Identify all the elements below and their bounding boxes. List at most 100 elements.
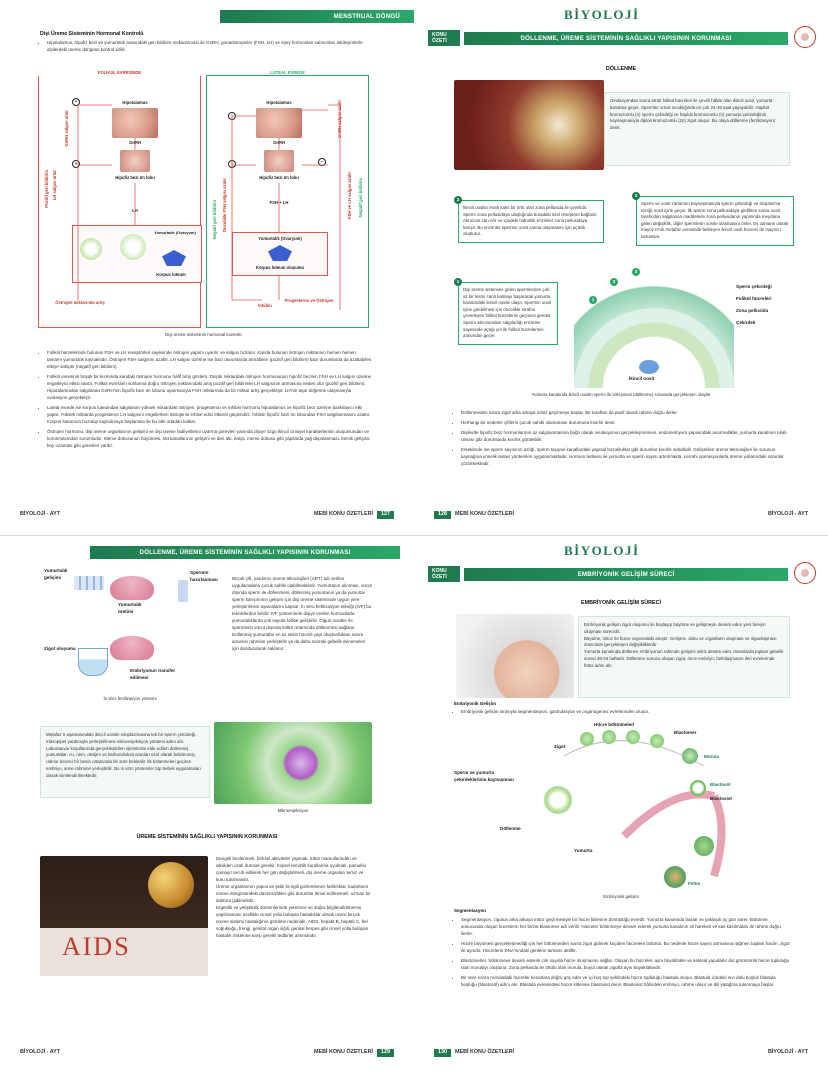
page-number: 129 [377, 1049, 394, 1057]
meb-emblem [794, 562, 816, 584]
body-item: Erkeklerde ise sperm sayısının azlığı, s… [461, 447, 790, 468]
section-bar: DÖLLENME, ÜREME SİSTEMİNİN SAĞLIKLI YAPI… [464, 32, 788, 45]
section-bar: MENSTRUAL DÖNGÜ [220, 10, 414, 23]
microinjection-caption: Mikroenjeksiyon [277, 808, 309, 813]
callout-2: İkincil oositin etrafı kalın bir örtü ol… [458, 200, 604, 244]
step-3-badge: 3 [632, 192, 640, 200]
page-129: DÖLLENME, ÜREME SİSTEMİNİN SAĞLIKLI YAPI… [0, 536, 414, 1071]
uterus-image-1 [110, 576, 154, 600]
footer: 130 MEBİ KONU ÖZETLERİ BİYOLOJİ - AYT [434, 1049, 808, 1059]
section-title: EMBRİYONİK GELİŞİM SÜRECİ [581, 600, 661, 606]
luteal-title: LUTEAL EVREDE [270, 70, 305, 75]
corpus-luteum-label: Korpus luteum [156, 272, 186, 277]
label-fertilization: Döllenme [500, 826, 521, 831]
callout-3: Sperm ve oosit zarlarının kaynaşmasıyla … [636, 196, 794, 246]
hypothalamus-label-left: Hipotalamus [122, 100, 148, 105]
inhibin-label: İnhibin [258, 303, 272, 308]
embryo-caption: Embriyonik gelişim [603, 894, 639, 899]
health-text: Dengeli beslenmek, fiziksel aktiviteler … [216, 856, 371, 938]
intro-item: Hipotalamus, hipofiz bezi ve yumurtalık … [47, 40, 372, 54]
footer-subject: BİYOLOJİ - AYT [20, 511, 61, 517]
follicle-image-2 [120, 234, 146, 260]
ivf-step-sperm: Spermin hazırlanması [190, 570, 218, 582]
ivf-step-transfer: Embriyonun transfer edilmesi [130, 668, 176, 680]
konu-ozeti-badge: KONU ÖZETİ [428, 566, 460, 582]
aids-lettering: AIDS [62, 932, 131, 961]
ovary-label-right: Yumurtalık (Ovaryum) [258, 236, 302, 241]
diagram-arrows [77, 104, 341, 310]
pituitary-image-left [120, 150, 150, 172]
corpus-formation-label: Korpus luteum oluşumu [255, 265, 305, 270]
ovary-label-left: Yumurtalık (Ovaryum) [154, 230, 196, 235]
minus-sign-3: − [318, 158, 326, 166]
label-cell-division: Hücre bölünmeleri [594, 722, 635, 727]
follicle-image-1 [80, 238, 102, 260]
pituitary-image-right [264, 150, 294, 172]
brain-image-left [112, 108, 158, 138]
corpus-luteum-image-right [268, 245, 292, 261]
step-2-badge: 2 [454, 196, 462, 204]
footer-subject: BİYOLOJİ - AYT [767, 511, 808, 517]
page-128: BİYOLOJİ KONU ÖZETİ DÖLLENME, ÜREME SİST… [414, 0, 828, 535]
pituitary-label-left: Hipofiz bezi ön lobu [115, 175, 155, 180]
footer-series: MEBİ KONU ÖZETLERİ [314, 511, 373, 517]
subheading-embryonic: Embriyonik Gelişim [454, 701, 497, 706]
label-blastomere: Blastomer [674, 730, 697, 735]
label-fusion: Sperm ve yumurta çekirdeklerinin kaynaşm… [454, 770, 514, 782]
microinjection-text: Metafaz II aşamasındaki ikincil oositin … [40, 726, 210, 798]
diagram-badge-1: 1 [589, 296, 597, 304]
diagram-caption: Yumurta kanalında ikincil oositin sperm … [531, 392, 711, 397]
body-item: Dişilerde hipofiz bezi hormonlarının az … [461, 430, 790, 444]
hypothalamus-label-right: Hipotalamus [266, 100, 292, 105]
label-follicle-cells: Folikül hücreleri [736, 296, 772, 301]
label-secondary-oocyte: İkincil oosit [629, 376, 655, 381]
step-1-badge: 1 [454, 278, 462, 286]
pregnancy-photo [456, 614, 574, 698]
body-list: Folikül hücrelerinde bulunan FSH ve LH r… [40, 350, 372, 453]
intro-panel: Ovulasyondan sonra etrafı folikül hücrel… [604, 92, 790, 166]
label-egg: Yumurta [574, 848, 593, 853]
footer-left: 130 MEBİ KONU ÖZETLERİ [434, 1049, 514, 1057]
diagram-badge-3: 3 [632, 268, 640, 276]
label-zona: Zona pellusida [736, 308, 769, 313]
morula-image [682, 748, 698, 764]
footer-series: MEBİ KONU ÖZETLERİ [455, 1049, 514, 1055]
label-nucleus: Çekirdek [736, 320, 756, 325]
progesterone-label: Progesteron ve Östrojen [284, 298, 334, 303]
tube-image [178, 580, 188, 602]
body-item: Folikül hücrelerinde bulunan FSH ve LH r… [47, 350, 372, 371]
footer-series: MEBİ KONU ÖZETLERİ [455, 511, 514, 517]
diagram-badge-2: 2 [610, 278, 618, 286]
cell-16 [650, 734, 664, 748]
section-title: DÖLLENME [605, 66, 637, 72]
seg-item: Blastomerler, bölünmeye devam ederek çok… [461, 958, 790, 972]
intro-list: Hipotalamus, hipofiz bezi ve yumurtalık … [40, 40, 372, 57]
cell-2 [580, 732, 594, 746]
body-list: Döllenmeden sonra zigot arka arkaya mito… [454, 410, 790, 471]
fetus-image [664, 866, 686, 888]
ivf-text: Birçok çift, yardımcı üreme teknolojiler… [232, 576, 372, 651]
diagram-caption: Dişi üreme sisteminin hormonal kontrolü [165, 332, 242, 337]
ivf-step-zygote: Zigot oluşumu [44, 646, 76, 651]
fertilization-photo [454, 80, 604, 170]
page-130: BİYOLOJİ KONU ÖZETİ EMBRİYONİK GELİŞİM S… [414, 536, 828, 1071]
callout-1: Dişi üreme sistemine gelen spermlerden ç… [458, 282, 558, 345]
flask-image [78, 648, 108, 676]
plus-sign-1: + [72, 98, 80, 106]
pituitary-label-right: Hipofiz bezi ön lobu [259, 175, 299, 180]
embryo-image [694, 836, 714, 856]
page-number: 130 [434, 1049, 451, 1057]
footer-subject: BİYOLOJİ - AYT [767, 1049, 808, 1055]
brand-title: BİYOLOJİ [564, 7, 640, 22]
label-morula: Morula [704, 754, 720, 759]
egg-image [544, 786, 572, 814]
segmentation-list: Segmentasyon, zigotun arka arkaya mitoz … [454, 917, 790, 992]
pill-pack-image [74, 576, 104, 590]
plus-sign-2: + [72, 160, 80, 168]
label-blastocoel: Blastosöl [710, 782, 731, 787]
brain-image-right [256, 108, 302, 138]
